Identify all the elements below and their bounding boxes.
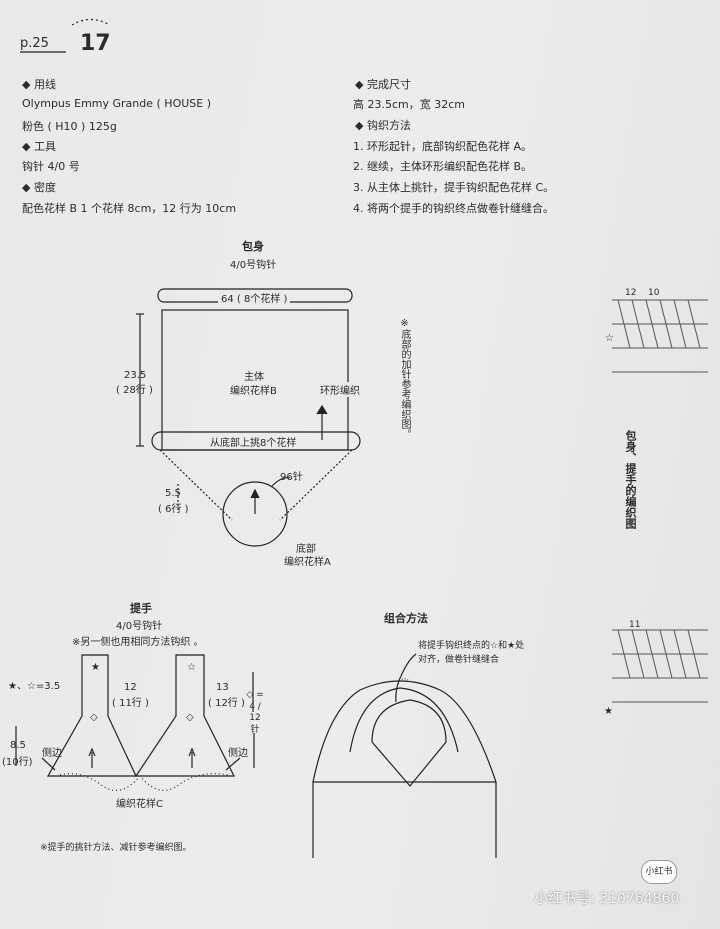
gauge-heading: ◆ 密度 <box>22 181 56 194</box>
method-step: 2. 继续，主体环形编织配色花样 B。 <box>353 160 533 173</box>
bottom-label1: 底部 <box>296 544 316 555</box>
gauge-line: 配色花样 B 1 个花样 8cm，12 行为 10cm <box>22 202 237 215</box>
body-title: 包身 <box>242 240 264 253</box>
strip-mark-12: 12 <box>625 288 637 298</box>
right-strap-size: 13 <box>216 682 229 693</box>
pattern-number: 17 <box>80 31 111 56</box>
decrease-label: ◇ = 4 / 12 针 <box>246 690 264 736</box>
xiaohongshu-logo: 小红书 <box>641 860 677 884</box>
bottom-increase-note: ※底部的加针参考编织图。 <box>399 318 410 439</box>
side-left-label: 侧边 <box>42 748 62 759</box>
body-width-label: 64 ( 8个花样 ) <box>218 290 291 305</box>
left-strap-size: 12 <box>124 682 137 693</box>
handle-height-size: 8.5 <box>10 740 26 751</box>
size-line: 高 23.5cm，宽 32cm <box>353 98 466 111</box>
assembly-note-line2: 对齐，做卷针缝缝合 <box>418 655 500 665</box>
round-knit-label: 环形编织 <box>320 382 360 397</box>
watermark-id: 小红书号: 310764860 <box>534 891 680 907</box>
diamond-icon: ◇ <box>186 712 194 723</box>
right-strap-rows: ( 12行 ) <box>208 698 245 709</box>
yarn-line1: Olympus Emmy Grande ( HOUSE ) <box>22 97 212 110</box>
strip-mark-11: 11 <box>629 620 641 630</box>
strip-mark-10: 10 <box>648 288 660 298</box>
pickup-pill <box>151 431 361 451</box>
handle-height-rows: (10行) <box>2 757 33 768</box>
handle-hook: 4/0号钩针 <box>116 621 163 632</box>
assembly-title: 组合方法 <box>384 612 428 625</box>
strip-star-icon: ★ <box>604 706 613 717</box>
bottom-stitches: 96针 <box>280 472 303 483</box>
symbol-note: ★、☆=3.5 <box>8 681 61 692</box>
side-strip-title: 包身、提手的编织图 <box>624 430 637 529</box>
assembly-bag <box>312 680 497 858</box>
body-main-label1: 主体 <box>244 372 264 383</box>
body-height-value: 23.5 <box>124 370 147 381</box>
bottom-rows: ( 6行 ) <box>158 504 189 515</box>
left-strap-rows: ( 11行 ) <box>112 698 149 709</box>
method-step: 3. 从主体上挑针，提手钩织配色花样 C。 <box>353 181 555 194</box>
yarn-line2: 粉色 ( H10 ) 125g <box>22 120 117 133</box>
black-star-icon: ★ <box>91 662 100 673</box>
handle-note: ※另一侧也用相同方法钩织 。 <box>72 637 204 648</box>
strip-star-icon: ☆ <box>605 333 614 344</box>
method-step: 1. 环形起针，底部钩织配色花样 A。 <box>353 140 533 153</box>
body-hook: 4/0号钩针 <box>230 260 277 271</box>
side-right-label: 侧边 <box>228 748 248 759</box>
page-number: p.25 <box>20 36 49 51</box>
assembly-handle <box>371 699 447 787</box>
bottom-circle <box>222 481 288 547</box>
method-step: 4. 将两个提手的钩织终点做卷针缝缝合。 <box>353 202 554 215</box>
method-heading: ◆ 钩织方法 <box>355 119 411 132</box>
header-arc <box>71 18 111 26</box>
diamond-icon: ◇ <box>90 712 98 723</box>
white-star-icon: ☆ <box>187 662 196 673</box>
pattern-c-label: 编织花样C <box>116 799 163 810</box>
assembly-note-line1: 将提手钩织终点的☆和★处 <box>418 641 525 651</box>
bottom-label2: 编织花样A <box>284 557 331 568</box>
yarn-heading: ◆ 用线 <box>22 78 56 91</box>
tool-line: 钩针 4/0 号 <box>22 160 80 173</box>
body-height-rows: ( 28行 ) <box>116 385 153 396</box>
bottom-size: 5.5 <box>165 488 181 499</box>
pickup-label: 从底部上挑8个花样 <box>210 438 297 449</box>
handle-title: 提手 <box>130 602 152 615</box>
size-heading: ◆ 完成尺寸 <box>355 78 411 91</box>
body-main-label2: 编织花样B <box>230 386 277 397</box>
handle-bottom-note: ※提手的挑针方法、减针参考编织图。 <box>40 843 192 853</box>
tool-heading: ◆ 工具 <box>22 140 56 153</box>
handle-shape <box>46 654 235 778</box>
